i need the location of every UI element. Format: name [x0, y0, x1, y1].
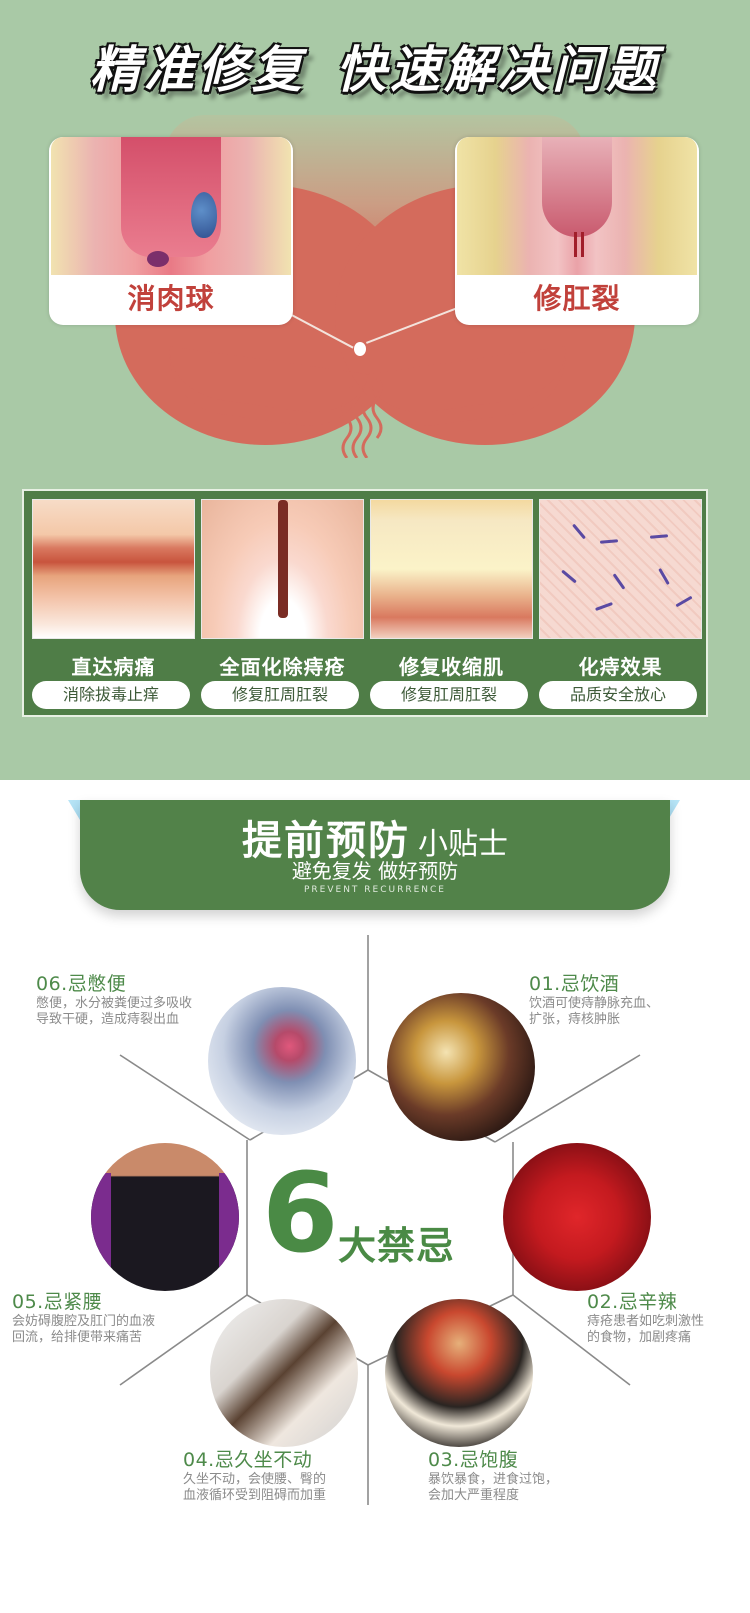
- feature-pill: 修复肛周肛裂: [370, 681, 528, 709]
- taboo-desc-line2: 回流，给排便带来痛苦: [12, 1330, 143, 1345]
- feature-title: 化痔效果: [578, 655, 663, 679]
- prevention-banner: 提前预防小贴士 避免复发 做好预防 PREVENT RECURRENCE: [50, 800, 700, 910]
- headline: 精准修复快速解决问题: [0, 30, 750, 102]
- taboo-title: 05.忌紧腰: [12, 1291, 103, 1313]
- banner-ribbon: 提前预防小贴士 避免复发 做好预防 PREVENT RECURRENCE: [80, 800, 670, 910]
- toilet-pain-photo: [208, 987, 356, 1135]
- feature-pill: 修复肛周肛裂: [201, 681, 359, 709]
- taboo-title: 01.忌饮酒: [529, 973, 620, 995]
- hotpot-feast-photo: [385, 1299, 533, 1447]
- taboo-desc-line2: 会加大严重程度: [428, 1488, 520, 1503]
- taboo-title: 02.忌辛辣: [587, 1291, 678, 1313]
- hero-section: 精准修复快速解决问题 消肉球 修肛裂 直达病痛 消除拔毒止痒 全面化除痔疮: [0, 0, 750, 780]
- vessel-illustration: [370, 499, 533, 639]
- hero-card-fissure: 修肛裂: [455, 137, 699, 325]
- center-dot: [354, 342, 366, 356]
- odor-waves-icon: [341, 378, 383, 458]
- taboo-title: 06.忌憋便: [36, 973, 127, 995]
- feature-pill: 消除拔毒止痒: [32, 681, 190, 709]
- hero-card-label: 消肉球: [127, 282, 215, 315]
- taboo-desc-line2: 扩张，痔核肿胀: [529, 1012, 621, 1027]
- corset-photo: [91, 1143, 239, 1291]
- headline-part1: 精准修复: [90, 40, 306, 99]
- wine-toast-photo: [387, 993, 535, 1141]
- taboo-02: 02.忌辛辣 痔疮患者如吃刺激性 的食物，加剧疼痛: [587, 1290, 704, 1346]
- headline-part2: 快速解决问题: [336, 40, 660, 99]
- hero-card-label: 修肛裂: [533, 282, 621, 315]
- banner-english: PREVENT RECURRENCE: [303, 885, 446, 895]
- six-taboos-label: 大禁忌: [338, 1224, 456, 1268]
- hemorrhoid-illustration: [51, 137, 291, 275]
- chili-peppers-photo: [503, 1143, 651, 1291]
- feature-title: 直达病痛: [71, 655, 156, 679]
- taboo-desc-line2: 血液循环受到阻碍而加重: [183, 1488, 327, 1503]
- anal-fissure-illustration: [457, 137, 697, 275]
- banner-title: 提前预防小贴士: [80, 808, 670, 866]
- hero-card-polyp: 消肉球: [49, 137, 293, 325]
- sitting-woman-photo: [210, 1299, 358, 1447]
- taboo-title: 03.忌饱腹: [428, 1449, 519, 1471]
- banner-subtitle: 避免复发 做好预防: [291, 859, 459, 883]
- taboo-title: 04.忌久坐不动: [183, 1449, 313, 1471]
- taboo-desc-line1: 憋便，水分被粪便过多吸收: [36, 996, 193, 1011]
- taboo-04: 04.忌久坐不动 久坐不动，会使腰、臀的 血液循环受到阻碍而加重: [183, 1448, 326, 1504]
- banner-title-main: 提前预防: [242, 818, 410, 864]
- taboo-desc-line1: 久坐不动，会使腰、臀的: [183, 1472, 327, 1487]
- taboo-desc-line2: 的食物，加剧疼痛: [587, 1330, 692, 1345]
- feature-title: 修复收缩肌: [399, 655, 504, 679]
- taboo-01: 01.忌饮酒 饮酒可使痔静脉充血、 扩张，痔核肿胀: [529, 972, 659, 1028]
- fiber-illustration: [539, 499, 702, 639]
- taboo-desc-line2: 导致干硬，造成痔裂出血: [36, 1012, 180, 1027]
- taboo-03: 03.忌饱腹 暴饮暴食，进食过饱， 会加大严重程度: [428, 1448, 558, 1504]
- feature-panel: 直达病痛 消除拔毒止痒 全面化除痔疮 修复肛周肛裂 修复收缩肌 修复肛周肛裂: [22, 489, 708, 717]
- banner-title-small: 小贴士: [418, 827, 508, 862]
- taboo-06: 06.忌憋便 憋便，水分被粪便过多吸收 导致干硬，造成痔裂出血: [36, 972, 192, 1028]
- six-number: 6: [262, 1149, 339, 1277]
- taboo-desc-line1: 饮酒可使痔静脉充血、: [529, 996, 660, 1011]
- feature-title: 全面化除痔疮: [219, 655, 346, 679]
- taboo-desc-line1: 暴饮暴食，进食过饱，: [428, 1472, 559, 1487]
- taboo-desc-line1: 会妨碍腹腔及肛门的血液: [12, 1314, 156, 1329]
- feature-pill: 品质安全放心: [539, 681, 697, 709]
- taboo-05: 05.忌紧腰 会妨碍腹腔及肛门的血液 回流，给排便带来痛苦: [12, 1290, 155, 1346]
- taboo-desc-line1: 痔疮患者如吃刺激性: [587, 1314, 705, 1329]
- tissue-illustration: [32, 499, 195, 639]
- skin-cross-section-illustration: [201, 499, 364, 639]
